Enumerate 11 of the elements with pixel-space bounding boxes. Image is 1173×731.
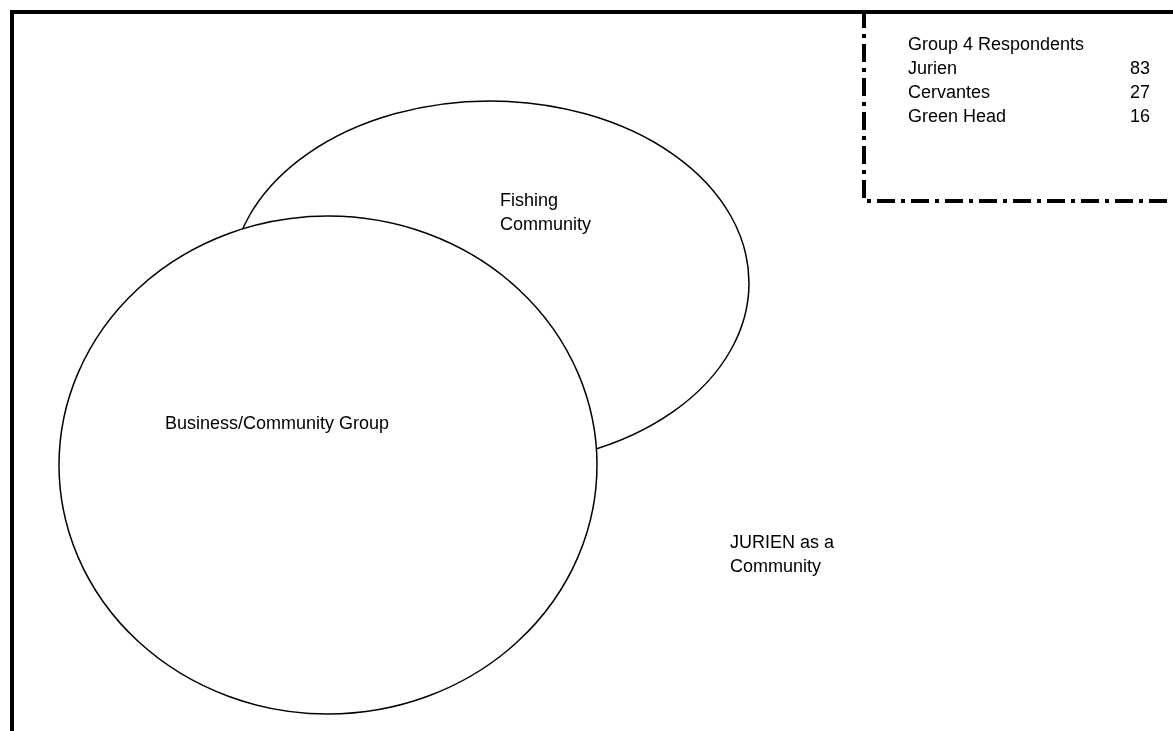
table-cell: Cervantes <box>908 82 991 103</box>
table-cell: Jurien <box>908 58 958 79</box>
table-cell: 16 <box>1130 106 1151 127</box>
region-label: JURIEN as a Community <box>730 531 836 578</box>
table-cell: 83 <box>1130 58 1151 79</box>
table-cell: Green Head <box>908 106 1007 127</box>
frame-border <box>10 10 1173 731</box>
table-cell: 27 <box>1130 82 1151 103</box>
region-label: Fishing Community <box>500 189 593 236</box>
table-heading: Group 4 Respondents <box>908 34 1085 55</box>
region-label: Business/Community Group <box>165 412 391 435</box>
